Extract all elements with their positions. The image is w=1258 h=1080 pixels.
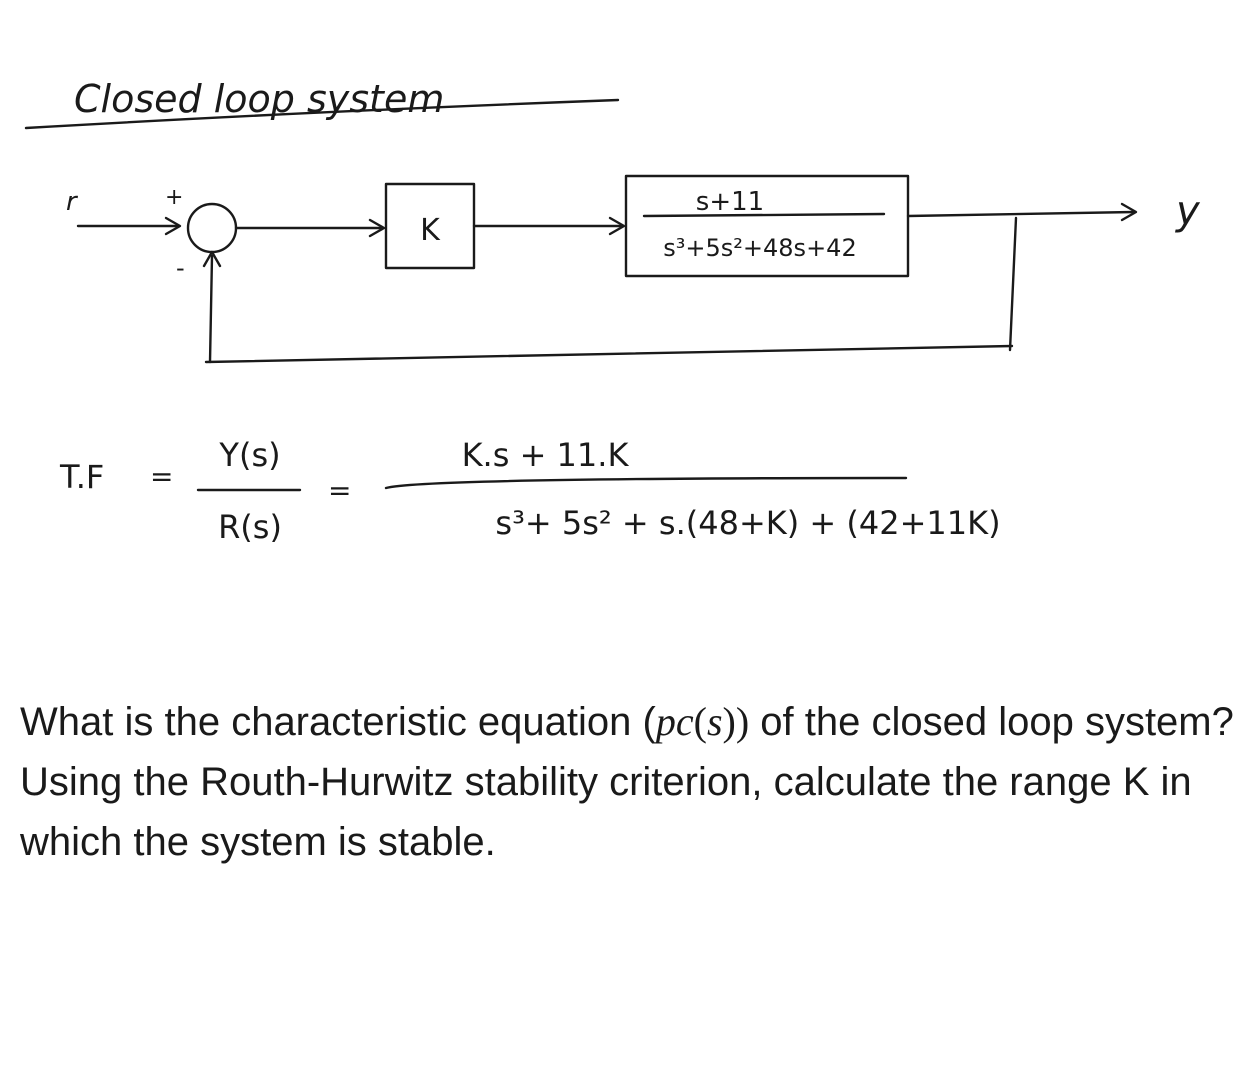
summing-junction bbox=[186, 202, 238, 254]
pc-close-paren: )) bbox=[722, 699, 750, 744]
title-underline bbox=[24, 98, 620, 130]
tf-lhs: T.F bbox=[59, 458, 104, 496]
plant-arrowhead bbox=[608, 216, 626, 236]
tf-denominator: s³+ 5s² + s.(48+K) + (42+11K) bbox=[495, 504, 1000, 542]
input-label-r: r bbox=[66, 187, 79, 217]
tf-ratio-numerator: Y(s) bbox=[218, 436, 280, 474]
feedback-arrowhead bbox=[202, 250, 222, 268]
input-arrowhead bbox=[164, 216, 182, 236]
s-symbol: s bbox=[706, 699, 723, 744]
plant-numerator: s+11 bbox=[696, 187, 764, 217]
output-label-y: y bbox=[1175, 188, 1201, 234]
controller-arrowhead bbox=[368, 218, 386, 238]
question-text: What is the characteristic equation (pc(… bbox=[20, 692, 1245, 872]
tf-equals-2: = bbox=[328, 474, 351, 507]
plant-block bbox=[624, 174, 910, 278]
tf-numerator: K.s + 11.K bbox=[462, 436, 630, 474]
plant-fraction-bar bbox=[642, 212, 886, 218]
feedback-up-line bbox=[208, 254, 214, 364]
output-arrowhead bbox=[1120, 202, 1138, 222]
summing-plus-sign: + bbox=[165, 185, 183, 210]
feedback-pickoff-line bbox=[1008, 216, 1018, 352]
diagram-title: Closed loop system bbox=[74, 77, 444, 121]
tf-fraction-bar bbox=[384, 476, 908, 490]
output-signal-line bbox=[906, 210, 1136, 218]
tf-equals-1: = bbox=[150, 460, 173, 493]
question-part1: What is the characteristic equation ( bbox=[20, 700, 656, 744]
question-part2: of the closed loop system? Using the Rou… bbox=[20, 700, 1234, 864]
feedback-return-line bbox=[204, 344, 1014, 364]
pc-symbol: pc bbox=[655, 699, 694, 744]
plant-denominator: s³+5s²+48s+42 bbox=[663, 234, 856, 262]
pc-open-paren: ( bbox=[693, 699, 707, 744]
controller-label: K bbox=[420, 213, 441, 248]
tf-ratio-denominator: R(s) bbox=[218, 508, 282, 546]
summing-minus-sign: - bbox=[176, 254, 185, 282]
